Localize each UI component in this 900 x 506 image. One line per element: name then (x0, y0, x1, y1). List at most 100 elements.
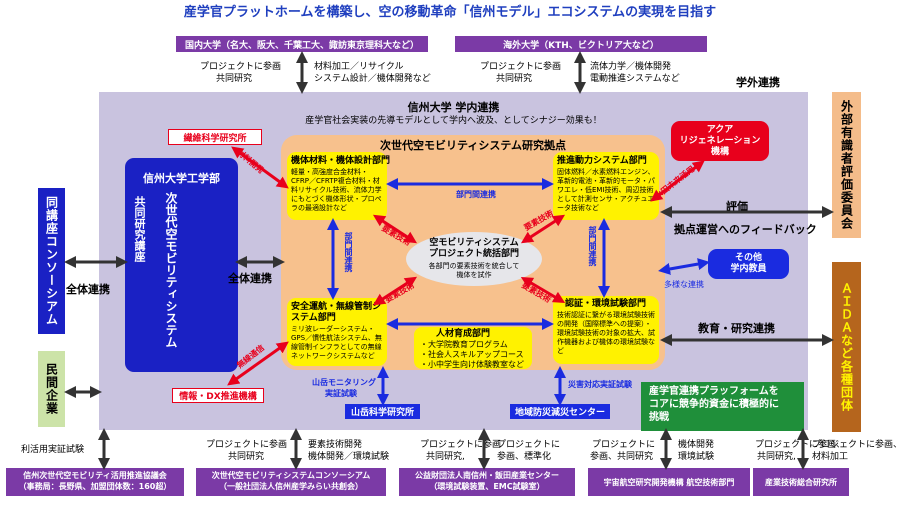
internal-title: 信州大学 学内連携 (407, 101, 500, 114)
engineering-vertical-title: 次世代空モビリティシステム (164, 192, 178, 348)
platform-line-3: 挑戦 (649, 412, 669, 423)
overall-link-label-left: 全体連携 (66, 283, 110, 296)
mountain-institute-box: 山岳科学研究所 (345, 404, 420, 419)
page-title: 産学官プラットホームを構築し、空の移動革命「信州モデル」エコシステムの実現を目指… (183, 5, 717, 20)
bottom3-project-1: プロジェクトに参画 (420, 440, 502, 450)
top-left-topics-1: 材料加工／リサイクル (314, 62, 404, 72)
feedback-label: 拠点運営へのフィードバック (674, 223, 817, 236)
aida-box: ＡＩＤＡなど各種団体 (832, 262, 861, 432)
bottom2-box-line-2: （一般社団法人信州産学みらい共創会） (219, 482, 363, 491)
engineering-faculty-box (125, 158, 238, 372)
bottom1-box (6, 468, 184, 496)
dept-materials-box (287, 152, 387, 220)
mountain-institute-label: 山岳科学研究所 (350, 408, 414, 418)
disaster-test-label: 災害対応実証試験 (568, 380, 632, 389)
dept-link-top-label: 部門間連携 (456, 190, 496, 199)
integration-body-2: 機体を試作 (456, 271, 492, 279)
dept-hr-item-1: ・大学院教育プログラム (420, 340, 508, 349)
fiber-science-institute-box: 繊維科学研究所 (168, 129, 262, 145)
dept-materials-title: 機体材料・機体設計部門 (291, 156, 391, 166)
bottom5-topics-1: プロジェクトに参画、 (812, 440, 900, 450)
bottom4-project-2: 参画、共同研究 (590, 452, 654, 462)
dept-hr-title: 人材育成部門 (436, 329, 491, 339)
integration-title-1: 空モビリティシステム (429, 238, 519, 248)
aqua-regeneration-box: アクア リジェネレーション 機構 (671, 121, 769, 161)
dept-certification-box (553, 296, 659, 364)
bottom3-box (399, 468, 575, 496)
bottom3-topics-1: プロジェクトに (497, 440, 561, 450)
info-dx-box: 情報・DX推進機構 (172, 388, 264, 403)
other-arrow-label: 多様な連携 (664, 280, 704, 289)
aqua-label-2: リジェネレーション (679, 135, 761, 146)
bottom2-project-1: プロジェクトに参画 (206, 440, 288, 450)
dept-certification-body: 技術認証に繋がる環境試験技術の開発（国際標準への提案）・環境試験技術の対象の拡大… (557, 311, 655, 355)
top-left-project-1: プロジェクトに参画 (200, 62, 282, 72)
top-left-project-2: 共同研究 (216, 74, 253, 84)
bottom2-topics-1: 要素技術開発 (308, 440, 363, 450)
dept-propulsion-body: 固体燃料／水素燃料エンジン、革新的電池・革新的モータ・パワエレ・低EMI技術、周… (557, 168, 655, 212)
bottom1-box-line-1: 信州次世代空モビリティ活用推進協議会 (23, 471, 167, 480)
bottom3-box-line-1: 公益財団法人南信州・飯田産業センター (415, 471, 559, 480)
research-center-title: 次世代空モビリティシステム研究拠点 (379, 139, 566, 152)
top-right-topics-2: 電動推進システムなど (590, 74, 680, 84)
external-collaboration-label: 学外連携 (736, 76, 780, 89)
bottom5-topics-2: 材料加工 (812, 452, 849, 462)
bottom4-box: 宇宙航空研究開発機構 航空技術部門 (588, 468, 750, 496)
other-staff-box: その他 学内教員 (708, 249, 789, 279)
bottom4-topics-2: 環境試験 (678, 452, 715, 462)
dept-propulsion-box (553, 152, 659, 220)
bottom1-box-line-2: （事務局：長野県、加盟団体数：160超） (18, 482, 172, 491)
consortium-vertical-box: 同講座コンソーシアム (38, 188, 65, 334)
bottom3-topics-2: 参画、標準化 (497, 452, 552, 462)
bottom5-box-label: 産業技術総合研究所 (765, 477, 837, 487)
evaluation-committee-label: 外部有識者評価委員会 (839, 100, 854, 230)
bottom4-topics-1: 機体開発 (678, 440, 715, 450)
bottom3-project-2: 共同研究, (426, 452, 465, 462)
dept-safety-title: 安全運航・無線管制システム部門 (291, 302, 382, 323)
bottom2-topics-2: 機体開発／環境試験 (308, 452, 390, 462)
domestic-university-box: 国内大学（名大、阪大、千葉工大、諏訪東京理科大など） (176, 36, 428, 52)
dept-link-left-vertical: 部門間連携 (344, 232, 353, 272)
internal-subtitle: 産学官社会実装の先導モデルとして学内へ波及、としてシナジー効果も！ (305, 116, 602, 126)
fiber-science-institute-label: 繊維科学研究所 (183, 133, 247, 144)
aqua-label-1: アクア (706, 124, 734, 135)
bottom2-project-2: 共同研究 (228, 452, 265, 462)
top-right-project-2: 共同研究 (496, 74, 533, 84)
bottom5-box: 産業技術総合研究所 (753, 468, 849, 496)
other-staff-label-2: 学内教員 (730, 264, 767, 274)
consortium-vertical-label: 同講座コンソーシアム (44, 196, 59, 326)
overall-link-label-center: 全体連携 (228, 272, 272, 285)
integration-body-1: 各部門の要素技術を統合して (428, 262, 520, 270)
integration-title-2: プロジェクト統括部門 (428, 249, 519, 259)
platform-line-2: コアに競争的資金に積極的に (649, 399, 779, 410)
joint-research-chair-label: 共同研究講座 (133, 196, 146, 262)
education-link-label: 教育・研究連携 (698, 322, 775, 335)
domestic-university-label: 国内大学（名大、阪大、千葉工大、諏訪東京理科大など） (184, 40, 419, 51)
dept-materials-body: 軽量・高強度合金材料・CFRP／CFRTP複合材料・材料リサイクル技術、流体力学… (291, 168, 382, 212)
dept-hr-item-2: ・社会人スキルアップコース (420, 350, 524, 359)
evaluation-committee-box: 外部有識者評価委員会 (832, 92, 861, 238)
dept-hr-box (414, 327, 532, 369)
top-right-project-1: プロジェクトに参画 (480, 62, 562, 72)
integration-dept-ellipse (406, 232, 542, 286)
bottom4-box-label: 宇宙航空研究開発機構 航空技術部門 (603, 477, 735, 487)
dept-certification-title: 認証・環境試験部門 (565, 299, 647, 309)
bottom5-project-2: 共同研究, (757, 452, 796, 462)
dept-safety-body: ミリ波レーダーシステム・GPS／慣性航法システム、無線管制インフラとしての無線ネ… (291, 325, 382, 360)
info-dx-label: 情報・DX推進機構 (179, 392, 257, 402)
bottom3-box-line-2: （環境試験装置、EMC試験室） (429, 482, 545, 491)
evaluation-label: 評価 (726, 200, 748, 213)
dept-hr-item-3: ・小中学生向け体験教室など (420, 360, 524, 369)
private-company-box: 民間企業 (38, 351, 65, 427)
platform-box (641, 382, 804, 431)
overseas-university-box: 海外大学（KTH、ビクトリア大など） (455, 36, 707, 52)
dept-link-right-vertical: 部門間連携 (588, 226, 597, 266)
bottom4-project-1: プロジェクトに (592, 440, 656, 450)
disaster-center-label: 地域防災減災センター (514, 408, 605, 418)
top-right-topics-1: 流体力学／機体開発 (590, 62, 672, 72)
disaster-center-box: 地域防災減災センター (510, 404, 610, 419)
aida-label: ＡＩＤＡなど各種団体 (839, 282, 854, 412)
mountain-test-1: 山岳モニタリング (312, 378, 376, 387)
top-left-topics-2: システム設計／機体開発など (314, 74, 431, 84)
private-company-label: 民間企業 (44, 363, 59, 415)
